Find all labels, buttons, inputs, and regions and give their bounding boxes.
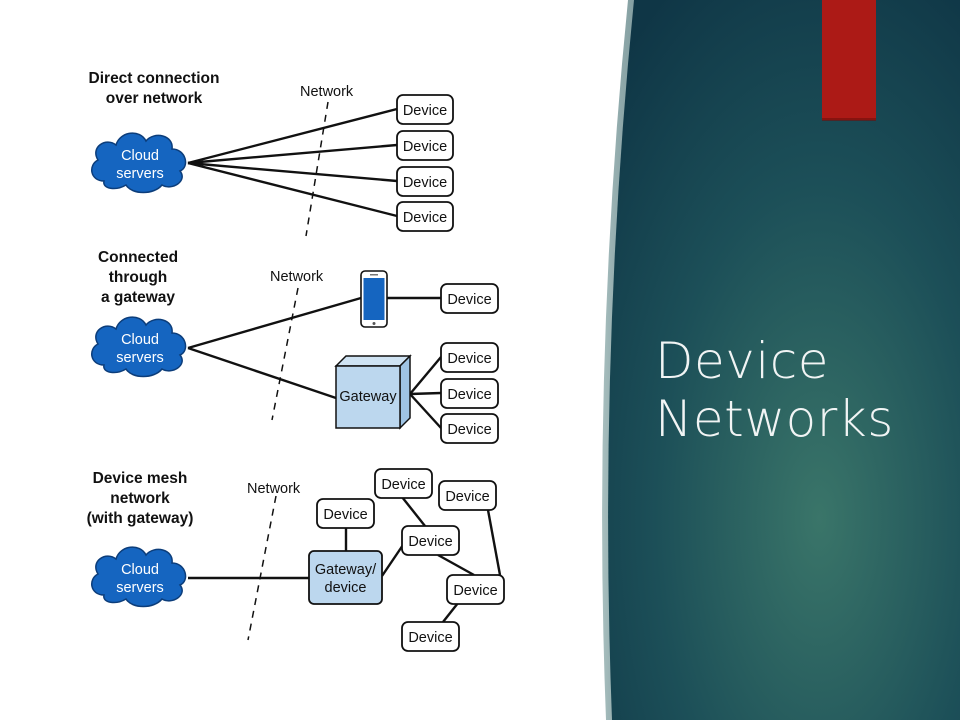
connection-line	[437, 553, 475, 577]
section-label-line: a gateway	[101, 289, 175, 306]
connection-line	[409, 393, 442, 429]
connection-line	[187, 296, 362, 350]
section-direct-connection: Direct connection over network Network C…	[89, 70, 454, 237]
device-label: Device	[403, 103, 447, 119]
device-label: Device	[403, 210, 447, 226]
device-label: Device	[323, 507, 367, 523]
connection-line	[187, 143, 398, 165]
slide-title-line-1: Device	[655, 332, 829, 390]
device-node: Device	[401, 621, 460, 652]
section-through-gateway: Connected through a gateway Network Clou…	[91, 249, 499, 444]
cloud-label-line: servers	[116, 580, 164, 596]
connection-line	[409, 391, 442, 396]
section-device-mesh: Device mesh network (with gateway) Netwo…	[87, 468, 505, 652]
cloud-label-line: servers	[116, 166, 164, 182]
gateway-device-node: Gateway/ device	[308, 550, 383, 605]
device-label: Device	[453, 583, 497, 599]
connection-line	[409, 356, 442, 395]
device-node: Device	[440, 378, 499, 409]
device-node: Device	[374, 468, 433, 499]
device-node: Device	[438, 480, 497, 511]
section-label-line: Direct connection	[89, 70, 220, 87]
cloud-label-line: servers	[116, 350, 164, 366]
network-boundary	[271, 287, 299, 421]
cloud-label-line: Cloud	[121, 562, 159, 578]
connection-lines	[187, 107, 398, 218]
cloud-label-line: Cloud	[121, 148, 159, 164]
section-label-line: through	[109, 269, 168, 286]
device-node: Device	[440, 342, 499, 373]
section-label-line: (with gateway)	[87, 510, 194, 527]
network-boundary	[247, 495, 277, 641]
cloud-label-line: Cloud	[121, 332, 159, 348]
device-node: Device	[396, 166, 454, 197]
network-label: Network	[270, 269, 324, 285]
connection-line	[187, 107, 398, 165]
connection-line	[187, 161, 398, 218]
panel-background	[608, 0, 960, 720]
cloud-servers: Cloud servers	[91, 132, 187, 194]
connection-lines	[187, 296, 442, 429]
connection-line	[442, 602, 459, 623]
connection-line	[187, 346, 337, 400]
device-label: Device	[447, 422, 491, 438]
red-accent-shadow	[822, 118, 876, 121]
cloud-servers: Cloud servers	[91, 316, 187, 378]
device-label: Device	[447, 292, 491, 308]
device-label: Device	[403, 139, 447, 155]
network-diagram: Direct connection over network Network C…	[87, 70, 505, 652]
section-label-line: Connected	[98, 249, 178, 266]
connection-line	[401, 496, 426, 527]
device-node: Device	[316, 498, 375, 529]
device-label: Device	[408, 630, 452, 646]
gateway-box: Gateway	[334, 354, 412, 430]
device-label: Device	[408, 534, 452, 550]
device-node: Device	[396, 201, 454, 232]
device-node: Device	[396, 94, 454, 125]
device-label: Device	[447, 387, 491, 403]
section-label-line: Device mesh	[93, 470, 188, 487]
device-node: Device	[401, 525, 460, 556]
network-label: Network	[247, 481, 301, 497]
gateway-label-line: Gateway/	[315, 562, 377, 578]
device-label: Device	[403, 175, 447, 191]
network-label: Network	[300, 84, 354, 100]
device-node: Device	[446, 574, 505, 605]
gateway-label: Gateway	[339, 389, 397, 405]
slide-title-line-2: Networks	[655, 390, 894, 448]
section-label-line: network	[110, 490, 170, 507]
section-label-line: over network	[106, 90, 203, 107]
device-label: Device	[445, 489, 489, 505]
device-node: Device	[440, 283, 499, 314]
gateway-label-line: device	[325, 580, 367, 596]
device-node: Device	[396, 130, 454, 161]
device-node: Device	[440, 413, 499, 444]
smartphone-icon	[360, 270, 388, 328]
cloud-servers: Cloud servers	[91, 546, 187, 608]
slide-title: Device Networks	[655, 332, 894, 448]
connection-line	[187, 161, 398, 183]
connection-line	[486, 509, 502, 576]
red-accent-bar	[822, 0, 876, 120]
device-label: Device	[447, 351, 491, 367]
device-label: Device	[381, 477, 425, 493]
network-boundary	[305, 101, 329, 237]
